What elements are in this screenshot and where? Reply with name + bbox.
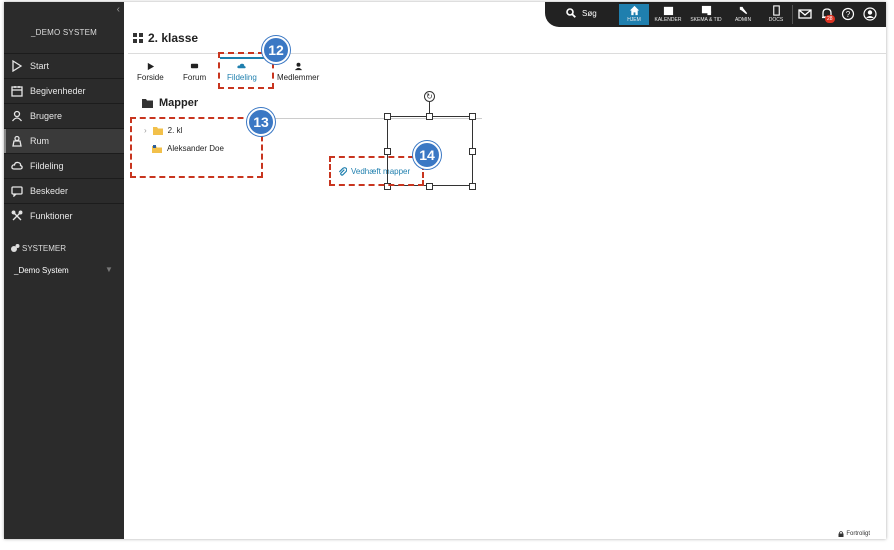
sidebar-item-begivenheder[interactable]: Begivenheder [4, 78, 124, 103]
divider [264, 118, 482, 119]
sidebar-item-label: Funktioner [30, 211, 73, 221]
search-icon [566, 8, 576, 18]
annotation-box-12 [218, 52, 274, 89]
notification-badge: 28 [825, 15, 835, 23]
calendar-icon [10, 85, 24, 97]
tab-forum[interactable]: Forum [183, 62, 206, 82]
play-outline-icon [10, 60, 24, 72]
rotate-handle-icon[interactable]: ↻ [424, 91, 435, 102]
systemer-heading: SYSTEMER [10, 243, 66, 253]
chat-icon [190, 63, 199, 69]
sidebar-item-label: Start [30, 61, 50, 71]
tools-icon [10, 210, 24, 222]
users-icon [294, 62, 302, 71]
tree-item-folder[interactable]: › 2. kl [144, 126, 183, 135]
folder-icon [142, 99, 153, 108]
annotation-box-13 [130, 117, 263, 178]
callout-13: 13 [247, 108, 275, 136]
resize-handle[interactable] [426, 113, 433, 120]
sidebar-item-label: Beskeder [30, 186, 69, 196]
lock-icon [838, 531, 844, 537]
system-selector[interactable]: _Demo System [14, 266, 69, 275]
resize-handle[interactable] [469, 113, 476, 120]
page-title: 2. klasse [132, 31, 198, 45]
play-icon [147, 62, 154, 71]
callout-12: 12 [262, 36, 290, 64]
nav-kalender[interactable]: KALENDER [651, 4, 685, 25]
attach-folders-link[interactable]: Vedhæft mapper [338, 167, 410, 176]
locked-folder-icon [152, 144, 162, 153]
rotate-stem [429, 102, 430, 116]
user-avatar-icon[interactable] [863, 7, 877, 21]
sidebar-item-funktioner[interactable]: Funktioner [4, 203, 124, 228]
callout-14: 14 [413, 141, 441, 169]
nav-admin[interactable]: ADMIN [729, 4, 757, 25]
sidebar-item-label: Rum [30, 136, 50, 146]
sidebar-item-brugere[interactable]: Brugere [4, 103, 124, 128]
app-window: ‹ _DEMO SYSTEM Start Begivenheder Bruger… [4, 2, 886, 539]
wrench-icon [739, 6, 747, 15]
active-tab-indicator [220, 57, 272, 59]
resize-handle[interactable] [384, 148, 391, 155]
sidebar-item-label: Brugere [30, 111, 63, 121]
room-icon [133, 33, 143, 43]
sidebar: ‹ _DEMO SYSTEM Start Begivenheder Bruger… [4, 2, 124, 539]
top-bar: Søg HJEM KALENDER SKEMA & TID ADMIN DOCS [545, 2, 886, 27]
resize-handle[interactable] [469, 183, 476, 190]
search-button[interactable]: Søg [566, 8, 597, 18]
tree-item-locked-folder[interactable]: Aleksander Doe [152, 144, 224, 153]
system-title: _DEMO SYSTEM [31, 28, 97, 37]
cloud-icon [237, 63, 247, 69]
help-icon[interactable]: ? [841, 7, 855, 21]
nav-skema-tid[interactable]: SKEMA & TID [687, 4, 725, 25]
resize-handle[interactable] [384, 183, 391, 190]
sidebar-item-beskeder[interactable]: Beskeder [4, 178, 124, 203]
tab-fildeling[interactable]: Fildeling [227, 62, 257, 82]
caret-down-icon[interactable]: ▼ [105, 265, 113, 274]
cloud-icon [10, 160, 24, 172]
tab-forside[interactable]: Forside [137, 62, 164, 82]
resize-handle[interactable] [384, 113, 391, 120]
confidential-label: Fortroligt [838, 531, 870, 537]
calendar-icon [663, 6, 673, 16]
nav-hjem[interactable]: HJEM [619, 4, 649, 25]
chevron-right-icon[interactable]: › [144, 126, 147, 135]
divider [792, 5, 793, 24]
tab-medlemmer[interactable]: Medlemmer [277, 62, 319, 82]
resize-handle[interactable] [426, 183, 433, 190]
room-icon [10, 135, 24, 147]
gears-icon [11, 244, 20, 252]
nav-docs[interactable]: DOCS [763, 4, 789, 25]
section-title: Mapper [142, 97, 198, 109]
chevron-left-icon[interactable]: ‹ [116, 4, 120, 15]
document-icon [772, 5, 780, 16]
folder-icon [152, 126, 163, 135]
annotation-box-14 [329, 156, 424, 186]
home-icon [629, 5, 639, 16]
schedule-icon [701, 5, 711, 16]
sidebar-item-fildeling[interactable]: Fildeling [4, 153, 124, 178]
paperclip-icon [338, 167, 347, 176]
chat-icon [10, 185, 24, 197]
divider [128, 53, 886, 54]
sidebar-item-rum[interactable]: Rum [4, 128, 124, 153]
sidebar-item-label: Fildeling [30, 161, 64, 171]
mail-icon[interactable] [798, 7, 812, 21]
svg-text:?: ? [846, 10, 851, 19]
users-icon [10, 110, 24, 122]
resize-handle[interactable] [469, 148, 476, 155]
sidebar-nav: Start Begivenheder Brugere Rum Fildeling… [4, 53, 124, 228]
sidebar-item-start[interactable]: Start [4, 53, 124, 78]
sidebar-item-label: Begivenheder [30, 86, 86, 96]
